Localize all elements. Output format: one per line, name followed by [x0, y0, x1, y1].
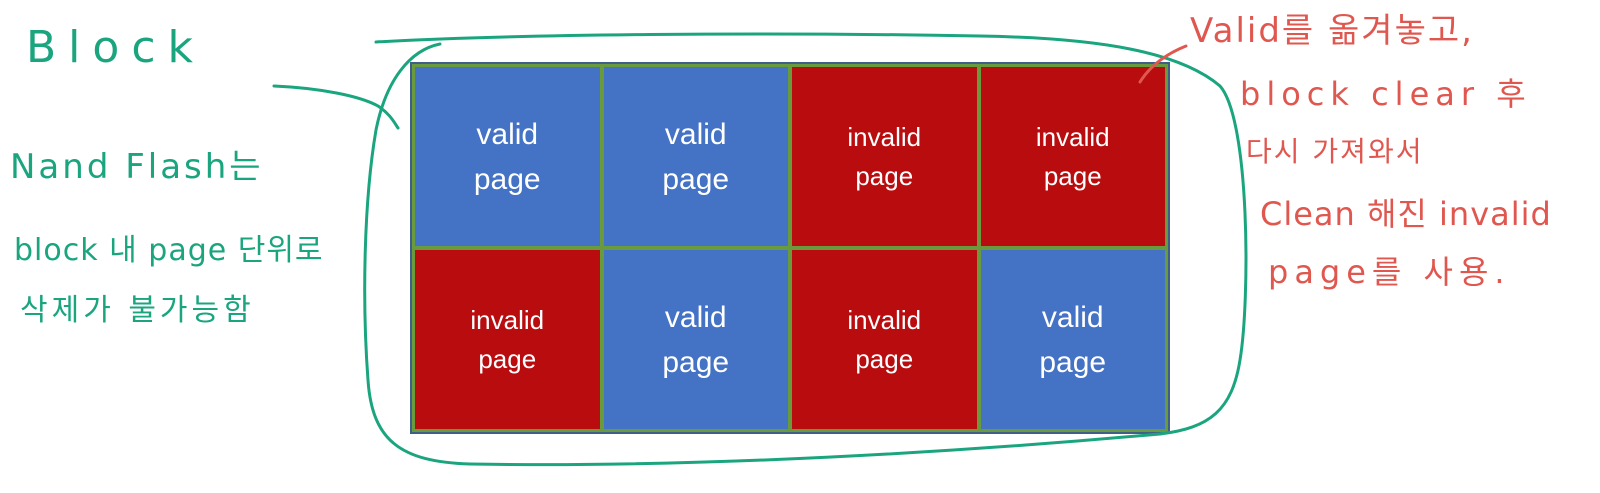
right-note-line-5: page를 사용.: [1268, 253, 1511, 291]
page-status-label: valid: [1041, 300, 1104, 334]
page-status-label: valid: [664, 117, 727, 151]
page-label: page: [478, 343, 537, 374]
page-label: page: [855, 343, 914, 374]
left-note-line-3: 삭제가 불가능함: [20, 293, 255, 328]
page-label: page: [1043, 160, 1102, 191]
page-cell: valid page: [980, 250, 1165, 429]
page-cell: invalid page: [980, 67, 1165, 246]
left-note-line-2: block 내 page 단위로: [14, 233, 324, 268]
block-outline-stroke: [363, 32, 1248, 467]
page-label: page: [473, 162, 541, 196]
page-cell: valid page: [603, 67, 788, 246]
page-label: page: [662, 345, 730, 379]
page-label: page: [855, 160, 914, 191]
page-cell: invalid page: [792, 250, 977, 429]
right-note-line-3: 다시 가져와서: [1246, 135, 1424, 168]
page-cell: valid page: [415, 67, 600, 246]
page-cell: invalid page: [792, 67, 977, 246]
page-label: page: [1039, 345, 1107, 379]
block-page-grid: valid page valid page invalid page inval…: [410, 62, 1170, 434]
left-note-line-1: Nand Flash는: [10, 147, 264, 187]
block-pointer-stroke: [272, 84, 400, 130]
note-pointer-stroke: [1138, 44, 1188, 84]
right-note-line-4: Clean 해진 invalid: [1260, 195, 1552, 233]
page-cell: invalid page: [415, 250, 600, 429]
block-title: Block: [26, 22, 206, 73]
page-status-label: invalid: [1035, 121, 1110, 152]
page-status-label: invalid: [470, 304, 545, 335]
page-status-label: valid: [476, 117, 539, 151]
page-status-label: invalid: [847, 121, 922, 152]
page-status-label: valid: [664, 300, 727, 334]
page-status-label: invalid: [847, 304, 922, 335]
page-label: page: [662, 162, 730, 196]
right-note-line-1: Valid를 옮겨놓고,: [1190, 11, 1474, 51]
page-cell: valid page: [603, 250, 788, 429]
right-note-line-2: block clear 후: [1240, 75, 1532, 113]
